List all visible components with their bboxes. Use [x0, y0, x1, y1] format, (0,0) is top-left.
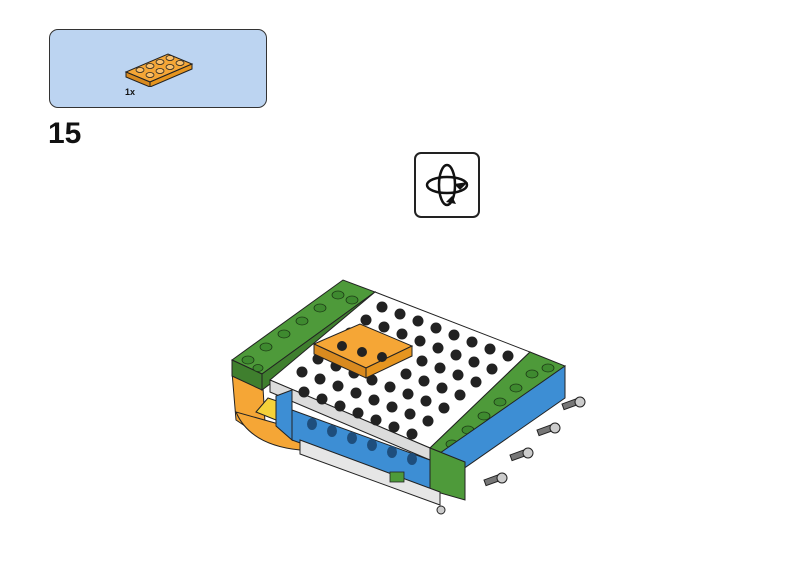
- step-number: 15: [48, 117, 82, 150]
- orange-plate-icon: [124, 53, 194, 87]
- part-quantity: 1x: [125, 87, 136, 97]
- parts-callout: 1x: [49, 29, 267, 108]
- rotate-model-icon: [414, 152, 480, 218]
